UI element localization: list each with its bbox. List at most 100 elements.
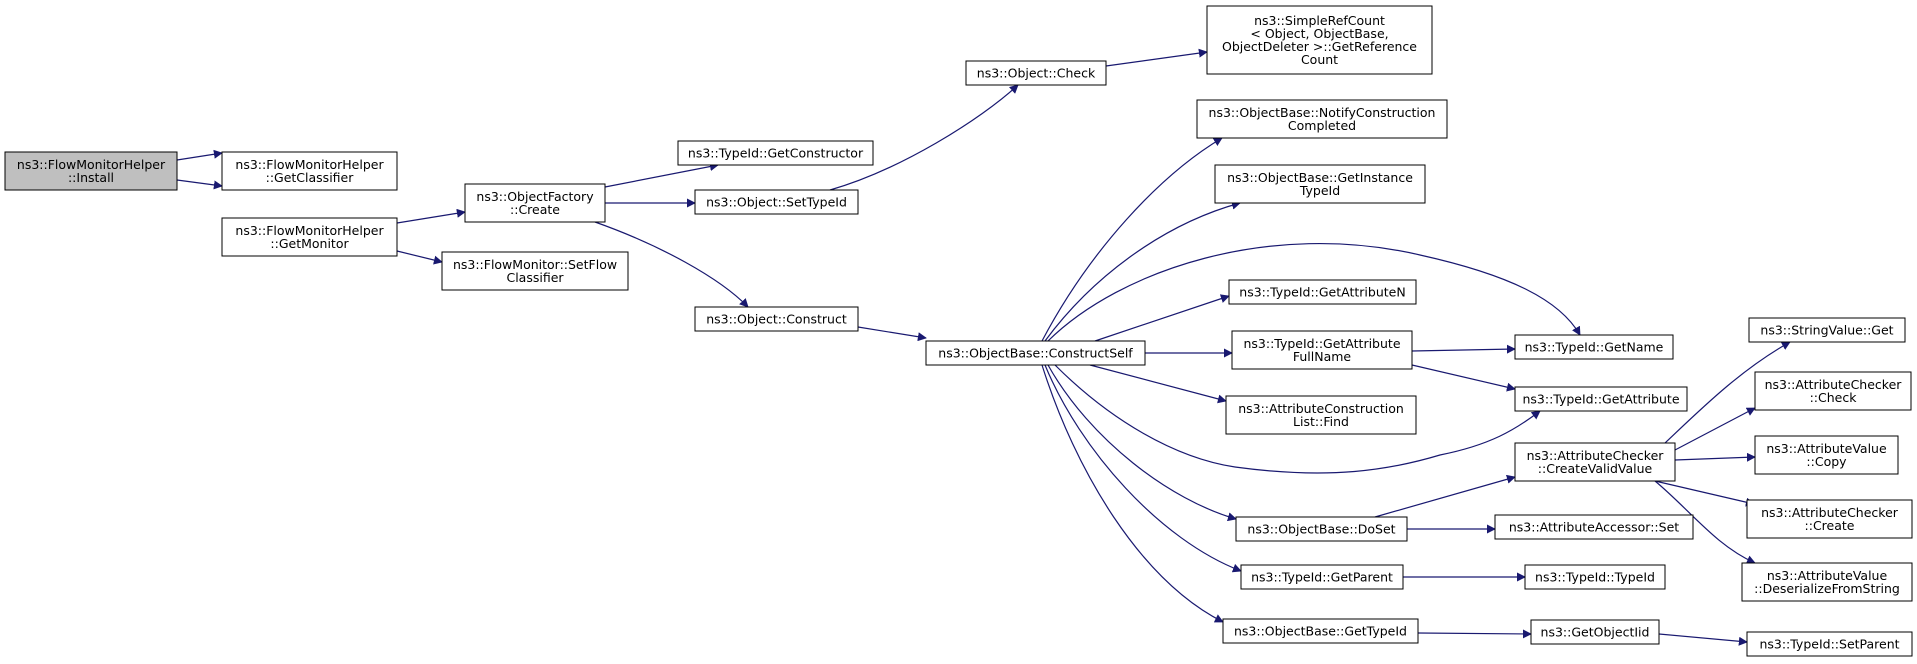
node-box <box>1514 334 1674 360</box>
node-box <box>441 251 629 291</box>
node-label-line: ns3::AttributeChecker <box>1527 448 1665 463</box>
node-label-line: ns3::ObjectBase::DoSet <box>1247 522 1395 537</box>
call-edge-create-valid-value-to-checker-create <box>1654 480 1755 507</box>
node-accessor-set[interactable]: ns3::AttributeAccessor::Set <box>1494 514 1694 540</box>
node-box <box>925 340 1146 366</box>
node-label-line: ns3::Object::Construct <box>706 312 847 327</box>
call-edge-construct-self-to-notify-construction <box>1041 137 1223 342</box>
call-edge-construct-self-to-attr-construction-find <box>1089 364 1227 404</box>
call-edge-obj-check-to-get-ref-count <box>1105 48 1208 67</box>
call-edge-of-create-to-obj-construct <box>594 221 749 308</box>
node-box <box>1746 499 1913 539</box>
node-type-id-ctor[interactable]: ns3::TypeId::TypeId <box>1524 564 1666 590</box>
node-label-line: TypeId <box>1299 183 1340 198</box>
node-label-line: ns3::Object::Check <box>977 66 1096 81</box>
node-of-create[interactable]: ns3::ObjectFactory::Create <box>464 183 606 223</box>
node-label-line: ns3::TypeId::GetName <box>1525 340 1664 355</box>
node-box <box>1514 386 1688 412</box>
node-notify-construction[interactable]: ns3::ObjectBase::NotifyConstructionCompl… <box>1196 99 1448 139</box>
node-label-line: ns3::TypeId::GetAttributeN <box>1239 285 1405 300</box>
node-get-object-iid[interactable]: ns3::GetObjectIid <box>1530 619 1660 645</box>
node-label-line: ns3::AttributeAccessor::Set <box>1509 520 1679 535</box>
node-do-set[interactable]: ns3::ObjectBase::DoSet <box>1235 516 1408 542</box>
call-edge-set-type-id-to-obj-check <box>829 84 1019 191</box>
node-get-parent[interactable]: ns3::TypeId::GetParent <box>1240 564 1404 590</box>
node-construct-self[interactable]: ns3::ObjectBase::ConstructSelf <box>925 340 1146 366</box>
node-label-line: Classifier <box>506 270 564 285</box>
node-label-line: ::Create <box>510 202 560 217</box>
node-box <box>677 140 874 166</box>
node-label-line: ns3::TypeId::GetParent <box>1251 570 1393 585</box>
call-edge-construct-self-to-get-name <box>1047 242 1581 342</box>
node-box <box>4 151 178 191</box>
node-label-line: ns3::FlowMonitorHelper <box>17 157 166 172</box>
node-label-line: ns3::ObjectBase::GetTypeId <box>1234 624 1407 639</box>
node-box <box>1206 5 1433 75</box>
node-label-line: ns3::ObjectBase::GetInstance <box>1227 170 1413 185</box>
call-edge-get-monitor-to-of-create <box>396 208 466 224</box>
node-label-line: ObjectDeleter >::GetReference <box>1222 39 1417 54</box>
node-deserialize-from-string[interactable]: ns3::AttributeValue::DeserializeFromStri… <box>1741 562 1913 602</box>
node-set-type-id[interactable]: ns3::Object::SetTypeId <box>694 189 859 215</box>
call-edge-do-set-to-create-valid-value <box>1374 474 1516 518</box>
call-edge-get-object-iid-to-set-parent <box>1658 633 1748 646</box>
node-label-line: < Object, ObjectBase, <box>1250 26 1388 41</box>
node-label-line: ns3::AttributeChecker <box>1761 505 1899 520</box>
node-label-line: ns3::AttributeChecker <box>1765 377 1903 392</box>
node-get-type-id[interactable]: ns3::ObjectBase::GetTypeId <box>1222 618 1419 644</box>
node-checker-create[interactable]: ns3::AttributeChecker::Create <box>1746 499 1913 539</box>
node-box <box>1754 371 1912 411</box>
node-obj-construct[interactable]: ns3::Object::Construct <box>694 306 859 332</box>
node-box <box>1231 330 1413 370</box>
node-label-line: ns3::TypeId::GetAttribute <box>1522 392 1679 407</box>
node-get-classifier[interactable]: ns3::FlowMonitorHelper::GetClassifier <box>221 151 398 191</box>
node-label-line: ns3::TypeId::TypeId <box>1535 570 1655 585</box>
call-edge-construct-self-to-get-type-id <box>1041 364 1224 623</box>
call-edge-construct-self-to-get-instance-type-id <box>1044 200 1241 342</box>
node-label-line: ns3::AttributeValue <box>1767 568 1888 583</box>
node-box <box>221 151 398 191</box>
node-label-line: Count <box>1301 52 1338 67</box>
node-get-constructor[interactable]: ns3::TypeId::GetConstructor <box>677 140 874 166</box>
node-box <box>694 306 859 332</box>
call-edge-create-valid-value-to-string-value-get <box>1664 341 1791 444</box>
node-install[interactable]: ns3::FlowMonitorHelper::Install <box>4 151 178 191</box>
node-string-value-get[interactable]: ns3::StringValue::Get <box>1748 317 1906 343</box>
call-edge-install-to-get-classifier <box>176 149 223 161</box>
node-label-line: ::Install <box>68 170 114 185</box>
node-label-line: Completed <box>1288 118 1356 133</box>
node-label-line: ns3::SimpleRefCount <box>1254 13 1385 28</box>
node-label-line: ns3::FlowMonitor::SetFlow <box>453 257 617 272</box>
node-box <box>1530 619 1660 645</box>
node-create-valid-value[interactable]: ns3::AttributeChecker::CreateValidValue <box>1514 442 1676 482</box>
node-box <box>1214 164 1426 204</box>
node-box <box>1225 395 1417 435</box>
call-edge-create-valid-value-to-deserialize-from-string <box>1654 480 1756 564</box>
node-checker-check[interactable]: ns3::AttributeChecker::Check <box>1754 371 1912 411</box>
call-edge-construct-self-to-get-parent <box>1044 364 1242 573</box>
node-label-line: ::Check <box>1810 390 1858 405</box>
call-edge-construct-self-to-get-attribute <box>1054 364 1541 474</box>
node-label-line: ns3::GetObjectIid <box>1541 625 1650 640</box>
node-box <box>464 183 606 223</box>
node-label-line: ns3::AttributeConstruction <box>1238 401 1404 416</box>
call-edge-get-attribute-full-name-to-get-attribute <box>1411 364 1516 392</box>
call-edge-construct-self-to-get-attribute-n <box>1094 294 1230 342</box>
node-label-line: FullName <box>1293 349 1352 364</box>
node-obj-check[interactable]: ns3::Object::Check <box>965 60 1107 86</box>
node-get-monitor[interactable]: ns3::FlowMonitorHelper::GetMonitor <box>221 217 398 257</box>
node-get-attribute-n[interactable]: ns3::TypeId::GetAttributeN <box>1228 279 1417 305</box>
node-box <box>965 60 1107 86</box>
node-set-parent[interactable]: ns3::TypeId::SetParent <box>1746 631 1913 657</box>
node-get-ref-count[interactable]: ns3::SimpleRefCount< Object, ObjectBase,… <box>1206 5 1433 75</box>
node-get-name[interactable]: ns3::TypeId::GetName <box>1514 334 1674 360</box>
node-value-copy[interactable]: ns3::AttributeValue::Copy <box>1754 435 1899 475</box>
node-get-attribute[interactable]: ns3::TypeId::GetAttribute <box>1514 386 1688 412</box>
node-box <box>1196 99 1448 139</box>
node-label-line: ::DeserializeFromString <box>1754 581 1900 596</box>
nodes: ns3::FlowMonitorHelper::Installns3::Flow… <box>4 5 1913 657</box>
